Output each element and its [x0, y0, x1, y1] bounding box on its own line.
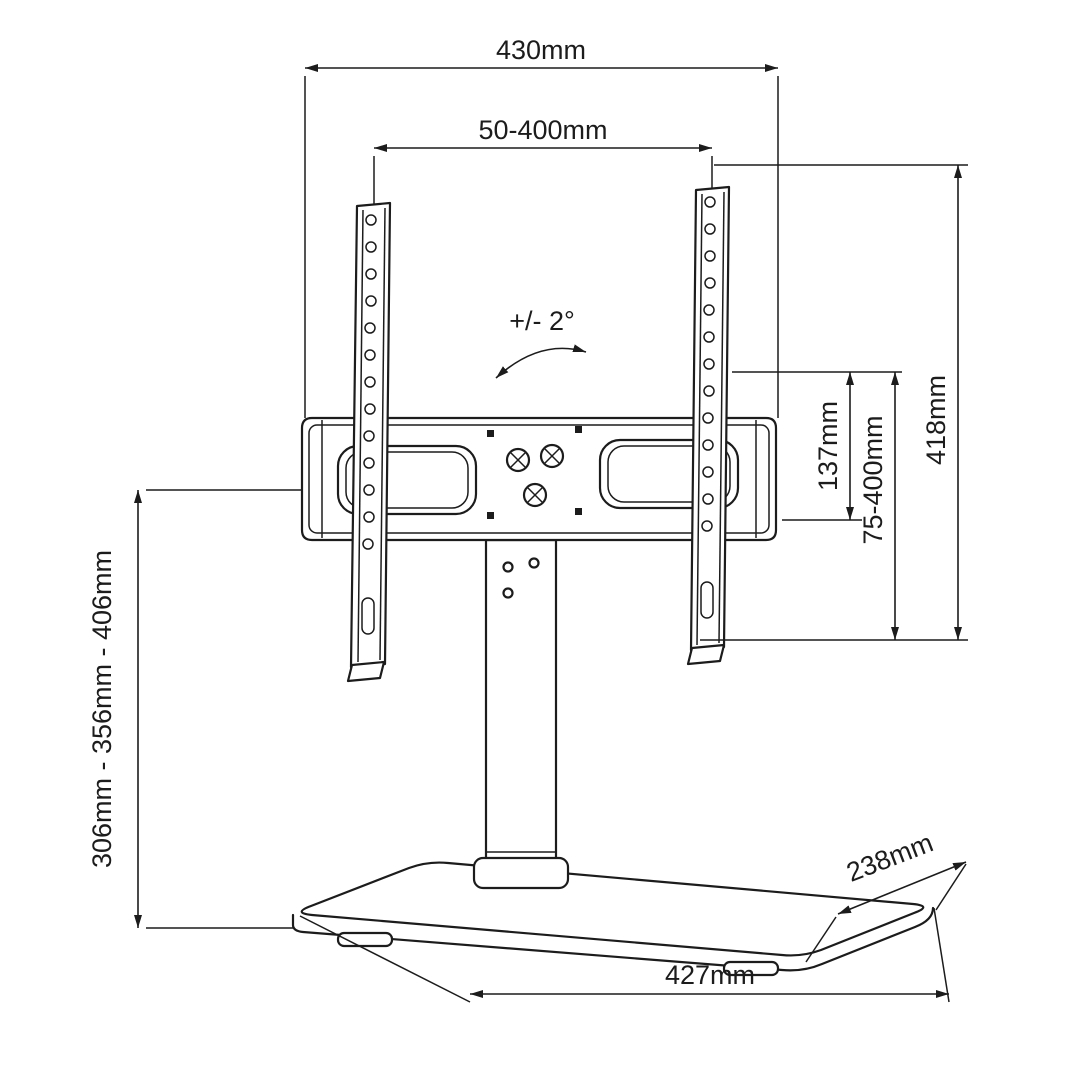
dim-height-range: 306mm - 356mm - 406mm — [87, 489, 302, 929]
vesa-bracket-left — [346, 201, 392, 683]
dim-label-vesa-height: 75-400mm — [858, 415, 888, 544]
center-screws — [505, 443, 565, 508]
dim-label-height-range: 306mm - 356mm - 406mm — [87, 550, 117, 868]
base-foot-right — [722, 960, 780, 977]
dim-label-plate-height: 137mm — [813, 401, 843, 491]
column-body — [484, 538, 558, 868]
dim-top-width: 430mm — [304, 35, 779, 418]
dim-right-stack: 137mm 75-400mm 418mm — [700, 164, 968, 641]
dim-vesa-width: 50-400mm — [373, 115, 713, 204]
dim-label-top-width: 430mm — [496, 35, 586, 65]
vesa-holes-right — [701, 196, 716, 532]
vesa-holes-left — [362, 214, 377, 550]
plate-window-left — [336, 444, 478, 516]
dim-label-base-width: 427mm — [665, 960, 755, 990]
dim-label-bracket-height: 418mm — [921, 375, 951, 465]
dim-label-vesa-width: 50-400mm — [478, 115, 607, 145]
vesa-bracket-right — [686, 185, 731, 666]
column-collar — [472, 856, 570, 890]
stand-base — [291, 861, 935, 977]
mount-plate — [300, 416, 778, 542]
plate-window-right — [598, 438, 740, 510]
stand-column — [472, 538, 570, 890]
dim-swivel: +/- 2° — [495, 306, 587, 379]
dim-base-width: 427mm — [299, 907, 950, 1003]
dim-label-swivel: +/- 2° — [509, 306, 575, 336]
